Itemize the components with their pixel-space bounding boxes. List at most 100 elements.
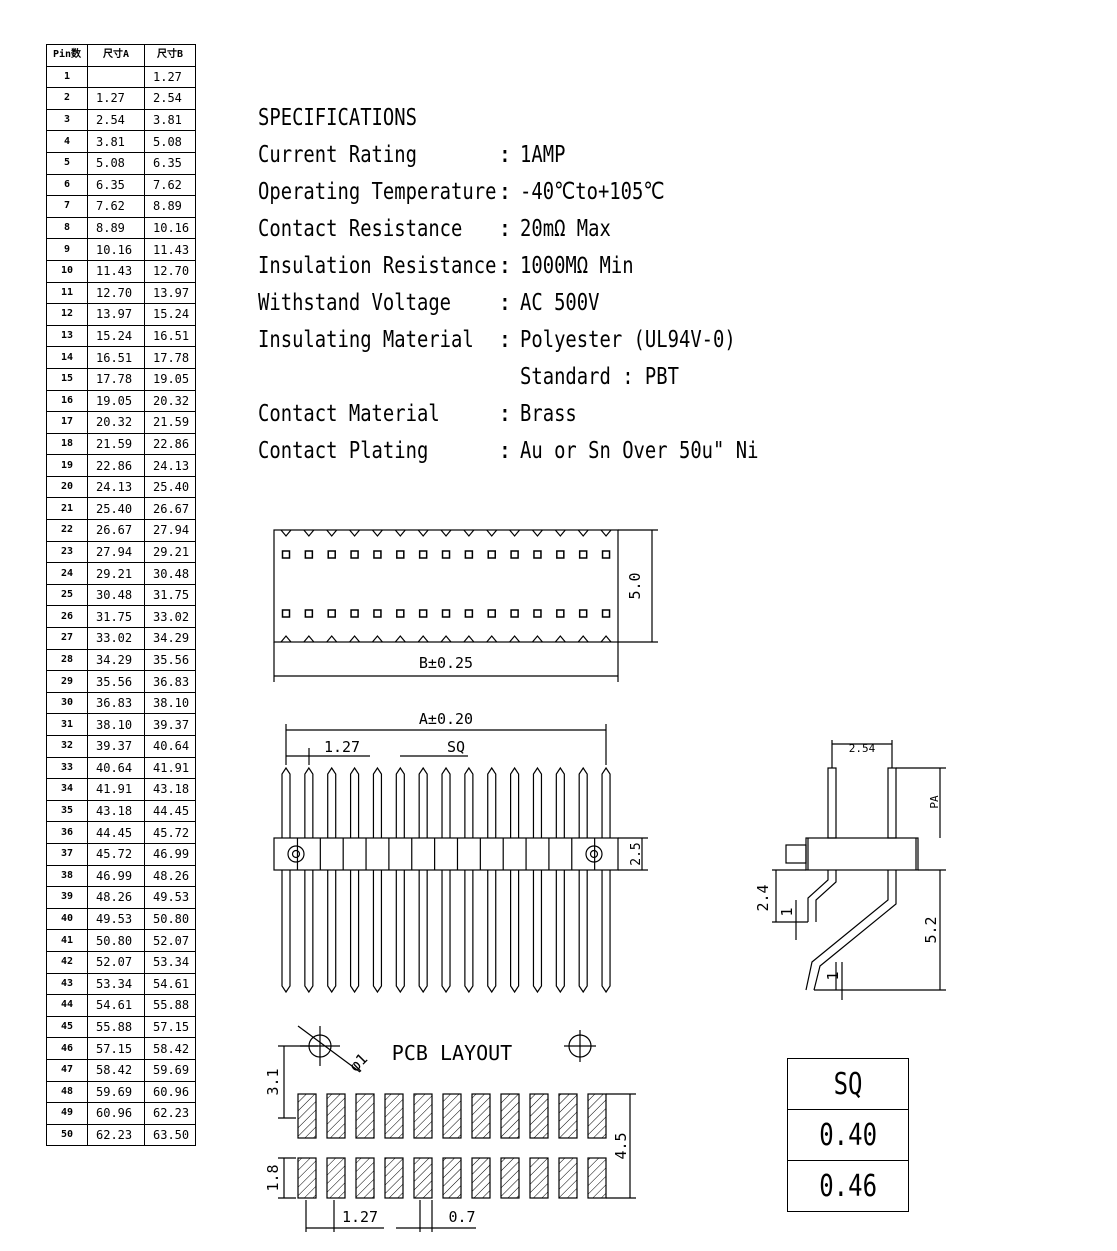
spec-value: 20mΩ Max xyxy=(520,216,611,242)
dim-b-cell: 58.42 xyxy=(144,1037,196,1060)
top-view xyxy=(273,529,658,682)
top-notch xyxy=(326,529,338,537)
top-pin-square xyxy=(578,609,588,618)
dim-a-cell: 12.70 xyxy=(87,281,145,305)
spec-colon: : xyxy=(498,290,512,316)
front-pin-lower xyxy=(418,870,428,994)
pcb-pad xyxy=(355,1093,375,1139)
dim-b-cell: 5.08 xyxy=(144,130,196,153)
top-pin-square xyxy=(464,550,474,559)
dim-pcb-18: 1.8 xyxy=(264,1164,282,1191)
dim-b-cell: 27.94 xyxy=(144,519,196,542)
dim-a-cell: 16.51 xyxy=(87,346,145,369)
top-notch xyxy=(531,635,543,643)
dim-pitch: 1.27 xyxy=(324,738,360,756)
pcb-pad xyxy=(587,1157,607,1199)
front-view xyxy=(273,724,648,994)
dim-b-cell: 12.70 xyxy=(144,259,196,283)
spec-value: Polyester (UL94V-0) xyxy=(520,327,736,353)
top-notch xyxy=(577,635,589,643)
spec-colon: : xyxy=(498,438,512,464)
dim-top-height: 5.0 xyxy=(626,572,644,599)
pcb-pad xyxy=(297,1093,317,1139)
top-pin-square xyxy=(418,609,428,618)
top-notch xyxy=(577,529,589,537)
top-notch xyxy=(371,635,383,643)
pcb-pad xyxy=(326,1093,346,1139)
pin-table-header: Pin数 尺寸A 尺寸B xyxy=(46,44,196,67)
front-pin-lower xyxy=(395,870,405,994)
front-pin-lower xyxy=(464,870,474,994)
dim-top-width: B±0.25 xyxy=(419,654,473,672)
spec-row: Contact Resistance:20mΩ Max xyxy=(258,211,611,248)
top-pin-square xyxy=(510,550,519,559)
top-notch xyxy=(554,635,566,643)
front-pin-lower xyxy=(304,870,314,994)
top-notch xyxy=(326,635,338,643)
top-notch xyxy=(509,635,521,643)
spec-row: Insulating Material:Polyester (UL94V-0) xyxy=(258,322,736,359)
dim-b-cell: 60.96 xyxy=(144,1080,196,1104)
dim-b-cell: 48.26 xyxy=(144,864,196,888)
spec-value: Au or Sn Over 50u" Ni xyxy=(520,438,759,464)
top-pin-square xyxy=(350,550,359,559)
spec-colon: : xyxy=(498,401,512,427)
spec-row: Standard : PBT xyxy=(258,359,679,396)
dim-a-cell: 6.35 xyxy=(87,173,145,197)
pcb-pad xyxy=(442,1093,462,1139)
spec-label: Contact Material xyxy=(258,401,440,427)
front-pin-upper xyxy=(601,766,611,838)
top-pin-square xyxy=(281,609,291,618)
top-notch xyxy=(280,635,292,643)
spec-label: Contact Plating xyxy=(258,438,429,464)
top-notch xyxy=(349,529,361,537)
dim-b-cell: 55.88 xyxy=(144,994,196,1017)
spec-value: Brass xyxy=(520,401,577,427)
spec-value: AC 500V xyxy=(520,290,600,316)
top-pin-square xyxy=(533,609,542,618)
sq-header: SQ xyxy=(787,1058,909,1110)
front-pin-upper xyxy=(281,766,291,838)
pcb-pad xyxy=(326,1157,346,1199)
top-pin-square xyxy=(327,550,336,559)
top-pin-square xyxy=(578,550,588,559)
sq-value-2: 0.46 xyxy=(787,1160,909,1212)
spec-row: Contact Plating: Au or Sn Over 50u" Ni xyxy=(258,433,758,470)
dim-b-cell: 7.62 xyxy=(144,173,196,197)
dim-b-cell: 30.48 xyxy=(144,562,196,585)
top-notch xyxy=(509,529,521,537)
dim-a-cell: 50.80 xyxy=(87,929,145,952)
front-pin-upper xyxy=(464,766,474,838)
dim-b-cell: 39.37 xyxy=(144,713,196,736)
dim-b-cell: 31.75 xyxy=(144,583,196,607)
front-pin-lower xyxy=(601,870,611,994)
top-notch xyxy=(371,529,383,537)
dim-b-cell: 26.67 xyxy=(144,497,196,521)
top-notch xyxy=(600,529,612,537)
dim-b-cell: 1.27 xyxy=(144,65,196,89)
pin-count-cell: 50 xyxy=(46,1123,88,1147)
front-pin-lower xyxy=(510,870,520,994)
top-notch xyxy=(349,635,361,643)
dim-a-cell: 26.67 xyxy=(87,519,145,542)
